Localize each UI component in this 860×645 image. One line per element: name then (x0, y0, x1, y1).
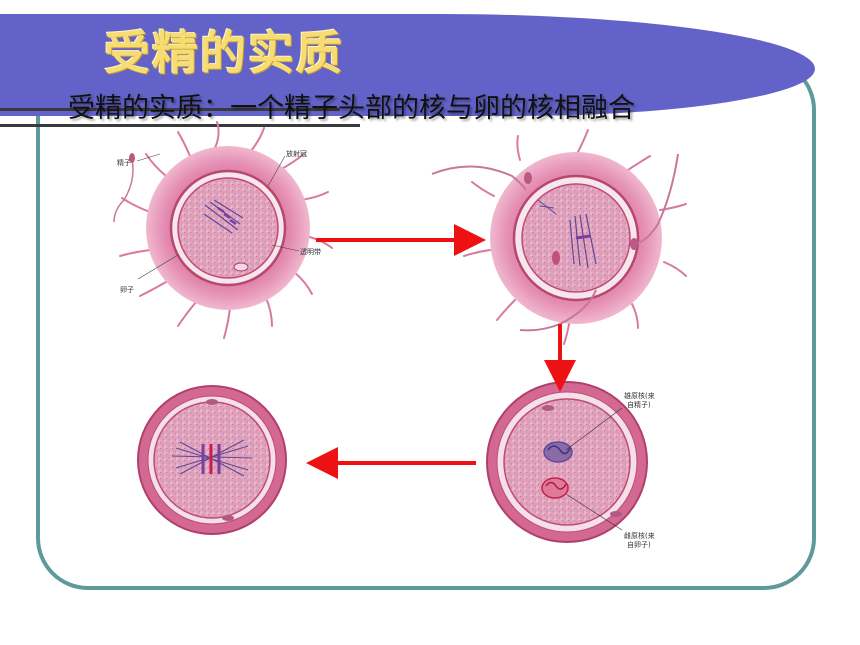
label-corona-radiata: 放射冠 (286, 149, 307, 158)
cleavage-spindle (171, 439, 253, 477)
title-banner (0, 14, 815, 116)
sperm-head-entering-2 (630, 238, 638, 250)
sperm-penetration-cell (431, 129, 687, 345)
slide-subtitle: 受精的实质：一个精子头部的核与卵的核相融合 (68, 93, 635, 124)
label-sperm: 精子 (117, 158, 131, 167)
title-underline-bottom (0, 124, 360, 127)
title-underline-top (0, 108, 340, 111)
oocyte-with-corona: 精子 放射冠 透明带 卵子 (113, 121, 333, 339)
female-pronucleus (541, 477, 569, 499)
label-ovum: 卵子 (120, 285, 134, 294)
slide-title: 受精的实质 (104, 26, 344, 80)
sperm-tail-entering-2 (635, 153, 679, 245)
polar-body-4b (222, 515, 234, 521)
label-female-pronucleus-1: 雌原核(来 (624, 531, 655, 540)
male-pronucleus (543, 441, 573, 463)
sperm-head-entering-1 (524, 172, 532, 184)
sperm-head (129, 153, 135, 163)
meiotic-spindle-2 (569, 213, 597, 269)
polar-body-3a (542, 405, 554, 411)
label-male-pronucleus-2: 自精子) (627, 400, 651, 409)
pronuclei-stage-cell: 雄原核(来 自精子) 雌原核(来 自卵子) (486, 381, 655, 549)
ovum-cytoplasm (177, 177, 279, 279)
label-zona-pellucida: 透明带 (300, 248, 321, 256)
label-male-pronucleus-1: 雄原核(来 (624, 391, 655, 400)
polar-body (233, 262, 249, 272)
first-cleavage-cell (137, 385, 287, 535)
sperm-tail (113, 159, 134, 223)
zygote-cytoplasm (503, 398, 631, 526)
polar-body-3b (610, 511, 622, 517)
polar-body-spindle (537, 199, 557, 215)
sperm-tail-entering-1 (431, 165, 527, 191)
polar-body-4a (206, 399, 218, 405)
metaphase-spindle (203, 199, 244, 234)
sperm-head-inside (552, 251, 560, 265)
label-female-pronucleus-2: 自卵子) (627, 540, 651, 549)
